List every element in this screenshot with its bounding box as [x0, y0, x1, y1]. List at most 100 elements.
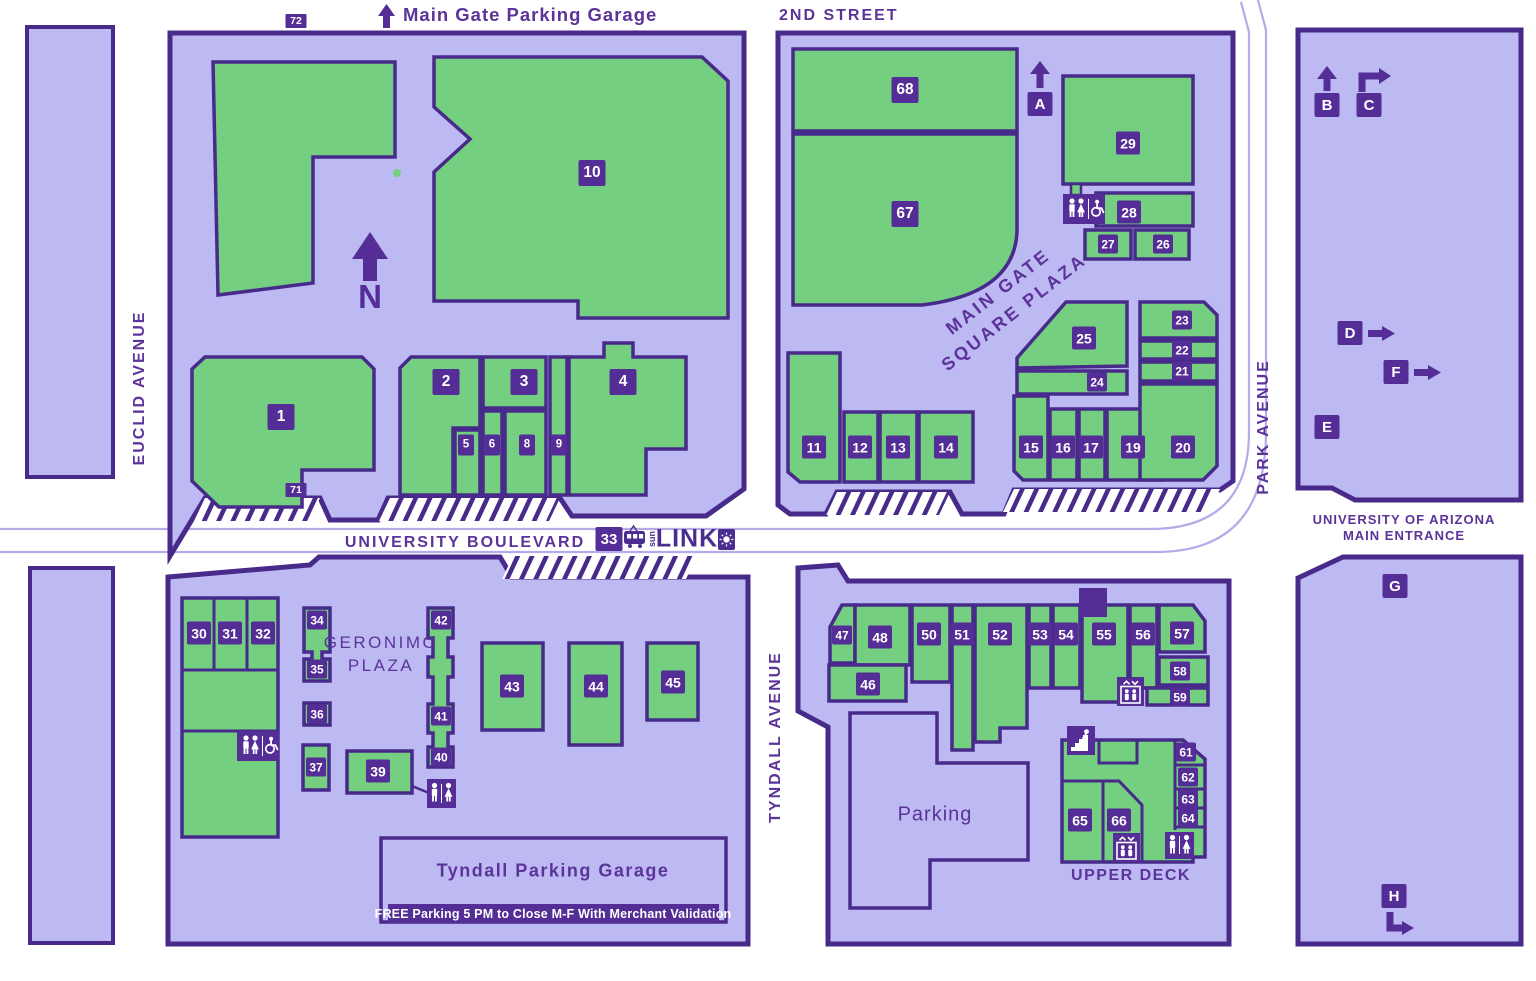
- building-65-badge: 65: [1068, 808, 1092, 832]
- building-27-badge: 27: [1098, 234, 1118, 254]
- free-parking-banner-bg: [388, 904, 719, 923]
- gate-G-badge: G: [1382, 574, 1408, 598]
- streetcar-icon: [624, 524, 645, 548]
- ua-main-entrance-line1: UNIVERSITY OF ARIZONA: [1312, 511, 1496, 527]
- building-50-badge: 50: [917, 622, 941, 646]
- building-12-badge: 12: [848, 435, 872, 459]
- building-11-badge: 11: [802, 435, 826, 459]
- building-61-badge: 61: [1176, 742, 1196, 762]
- building-46-badge: 46: [856, 672, 880, 696]
- building-17-badge: 17: [1079, 435, 1103, 459]
- building-66-badge: 66: [1107, 808, 1131, 832]
- building-14-badge: 14: [934, 435, 958, 459]
- building-30-badge: 30: [187, 621, 211, 645]
- building-62-badge: 62: [1178, 767, 1198, 787]
- building-44-badge: 44: [584, 674, 608, 698]
- up-arrow-icon: [1030, 61, 1050, 88]
- building-56-badge: 56: [1131, 622, 1155, 646]
- building-26-badge: 26: [1153, 234, 1173, 254]
- tram-tracks: [0, 0, 1268, 554]
- building-dividers: [182, 598, 1205, 861]
- building-25-badge: 25: [1072, 326, 1096, 350]
- gate-D-badge: D: [1337, 321, 1363, 345]
- sunlink-link-label: LINK: [655, 524, 719, 553]
- upper-deck-label: UPPER DECK: [1071, 867, 1191, 884]
- northeast-block: [1295, 27, 1524, 503]
- building-13-badge: 13: [886, 435, 910, 459]
- gate-C-badge: C: [1356, 93, 1382, 117]
- direction-arrows: [352, 4, 1441, 935]
- building-35-badge: 35: [307, 659, 327, 679]
- ua-main-entrance-line2: MAIN ENTRANCE: [1342, 528, 1466, 543]
- tyndall-avenue-label: TYNDALL AVENUE: [767, 651, 784, 823]
- building-57-badge: 57: [1170, 621, 1194, 645]
- elevator-icon: [1113, 833, 1140, 862]
- geronimo-plaza-label: GERONIMO PLAZA: [324, 632, 438, 678]
- building-15-badge: 15: [1019, 435, 1043, 459]
- restroom-accessible-icon: [1063, 194, 1105, 224]
- building-4-badge: 4: [609, 369, 637, 395]
- parking-area-outline: [848, 711, 1030, 910]
- building-63-badge: 63: [1178, 789, 1198, 809]
- building-47-badge: 47: [832, 625, 852, 645]
- building-58-badge: 58: [1170, 661, 1190, 681]
- stairs-icon: [1067, 726, 1095, 755]
- university-boulevard-label: UNIVERSITY BOULEVARD: [344, 534, 586, 551]
- euclid-avenue-label: EUCLID AVENUE: [131, 310, 148, 466]
- building-54-badge: 54: [1054, 622, 1078, 646]
- building-9-badge: 9: [551, 434, 567, 456]
- building-55-badge: 55: [1092, 622, 1116, 646]
- building-68-badge: 68: [891, 77, 919, 103]
- elevator-icon: [1117, 677, 1144, 706]
- building-36-badge: 36: [307, 704, 327, 724]
- building-64-badge: 64: [1178, 808, 1198, 828]
- up-arrow-icon: [378, 4, 395, 28]
- building-67-badge: 67: [891, 201, 919, 227]
- north-label: N: [358, 278, 382, 315]
- building-5-badge: 5: [458, 434, 474, 456]
- building-53-badge: 53: [1028, 622, 1052, 646]
- up-arrow-icon: [1317, 66, 1337, 91]
- parking-label: Parking: [897, 803, 973, 826]
- building-34-badge: 34: [307, 610, 327, 630]
- geronimo-plaza-line2: PLAZA: [347, 656, 415, 675]
- ua-main-entrance-label: UNIVERSITY OF ARIZONA MAIN ENTRANCE: [1313, 512, 1496, 545]
- building-28-badge: 28: [1117, 200, 1141, 224]
- building-6-badge: 6: [484, 434, 500, 456]
- restroom-accessible-icon: [237, 731, 279, 761]
- building-40-badge: 40: [431, 747, 451, 767]
- building-10-badge: 10: [578, 160, 606, 186]
- building-71-badge: 71: [285, 483, 307, 497]
- building-31-badge: 31: [218, 621, 242, 645]
- turn-right-arrow-icon: [1358, 68, 1391, 92]
- buildings: [180, 47, 1219, 864]
- restroom-men-women-icon: [427, 779, 456, 808]
- euclid-west-block-north: [25, 25, 115, 479]
- gate-F-badge: F: [1383, 360, 1409, 384]
- euclid-west-block-south: [28, 566, 115, 945]
- building-72-badge: 72: [285, 14, 307, 28]
- sunburst-icon: [718, 529, 735, 550]
- gate-H-badge: H: [1381, 884, 1407, 908]
- second-street-label: 2ND STREET: [779, 7, 899, 24]
- geronimo-plaza-line1: GERONIMO: [323, 633, 439, 653]
- right-arrow-icon: [1414, 365, 1441, 380]
- crosswalk-hatching: [194, 489, 1220, 579]
- free-parking-banner-text: FREE Parking 5 PM to Close M-F With Merc…: [374, 907, 732, 921]
- building-43-badge: 43: [500, 674, 524, 698]
- down-right-arrow-icon: [1386, 912, 1414, 935]
- building-32-badge: 32: [251, 621, 275, 645]
- gate-B-badge: B: [1314, 93, 1340, 117]
- southeast-block: [1295, 554, 1524, 947]
- building-2-badge: 2: [432, 369, 460, 395]
- building-8-badge: 8: [519, 434, 535, 456]
- building-20-badge: 20: [1171, 435, 1195, 459]
- tyndall-parking-garage-label: Tyndall Parking Garage: [436, 860, 670, 881]
- park-avenue-label: PARK AVENUE: [1255, 359, 1272, 495]
- stairs-icon: [1079, 588, 1107, 617]
- north-arrow-icon: [352, 232, 388, 281]
- gate-A-badge: A: [1027, 92, 1053, 116]
- building-59-badge: 59: [1170, 687, 1190, 707]
